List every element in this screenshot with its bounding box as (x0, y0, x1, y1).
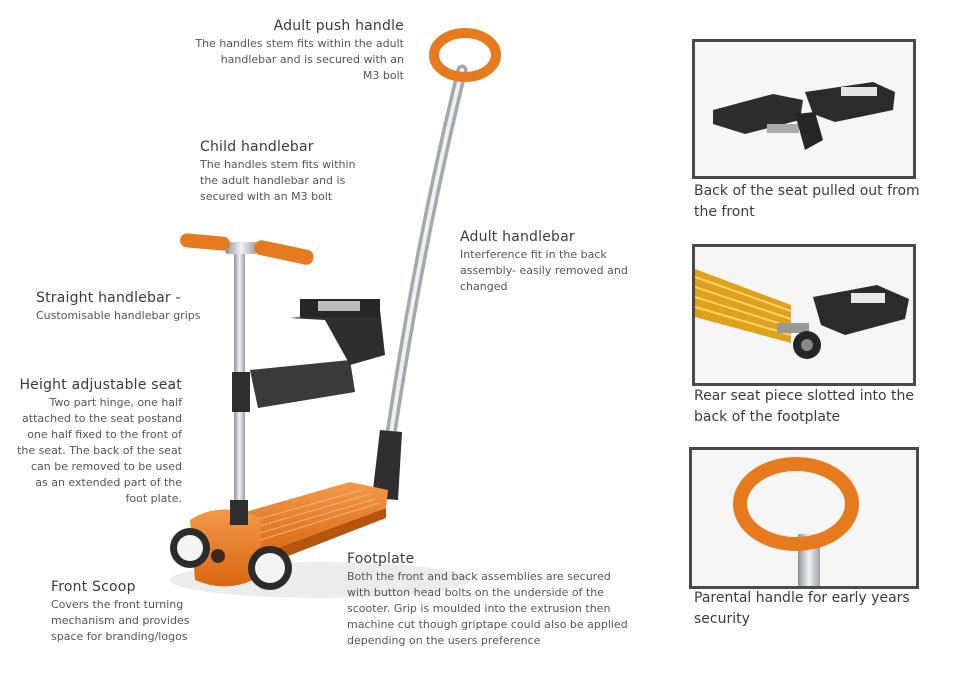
seat-back-render (713, 82, 895, 150)
panel-caption: Back of the seat pulled out from the fro… (694, 183, 920, 220)
rear-seat-render (695, 269, 909, 359)
detail-panel-seat-back (692, 39, 916, 179)
annotation-desc: Customisable handlebar grips (36, 309, 201, 322)
annotation-height-adjustable-seat: Height adjustable seat Two part hinge, o… (10, 377, 182, 507)
detail-panel-parental-handle (689, 447, 919, 589)
annotation-desc: The handles stem fits within the adult h… (200, 158, 356, 203)
annotation-desc: Interference fit in the back assembly- e… (460, 248, 628, 293)
annotation-title: Child handlebar (200, 139, 314, 155)
annotation-footplate: Footplate Both the front and back assemb… (347, 551, 647, 649)
annotation-front-scoop: Front Scoop Covers the front turning mec… (51, 579, 251, 645)
annotation-title: Adult push handle (273, 18, 404, 34)
scooter-illustration (170, 28, 501, 598)
annotation-desc: Both the front and back assemblies are s… (347, 570, 628, 647)
panel-caption: Rear seat piece slotted into the back of… (694, 388, 914, 425)
detail-panel-rear-seat (692, 244, 916, 386)
annotation-title: Adult handlebar (460, 229, 575, 245)
parental-handle-render (733, 457, 859, 586)
annotation-child-handlebar: Child handlebar The handles stem fits wi… (200, 139, 420, 205)
annotation-adult-handlebar: Adult handlebar Interference fit in the … (460, 229, 660, 295)
annotation-adult-push-handle: Adult push handle The handles stem fits … (170, 18, 404, 84)
annotation-desc: Two part hinge, one half attached to the… (17, 396, 182, 505)
annotation-title: Height adjustable seat (19, 377, 182, 393)
annotation-title: Footplate (347, 551, 415, 567)
panel-caption: Parental handle for early years security (694, 590, 910, 627)
annotation-title: Straight handlebar - (36, 290, 181, 306)
annotation-desc: Covers the front turning mechanism and p… (51, 598, 190, 643)
annotation-title: Front Scoop (51, 579, 136, 595)
annotation-straight-handlebar: Straight handlebar - Customisable handle… (36, 290, 236, 324)
annotation-desc: The handles stem fits within the adult h… (195, 37, 404, 82)
